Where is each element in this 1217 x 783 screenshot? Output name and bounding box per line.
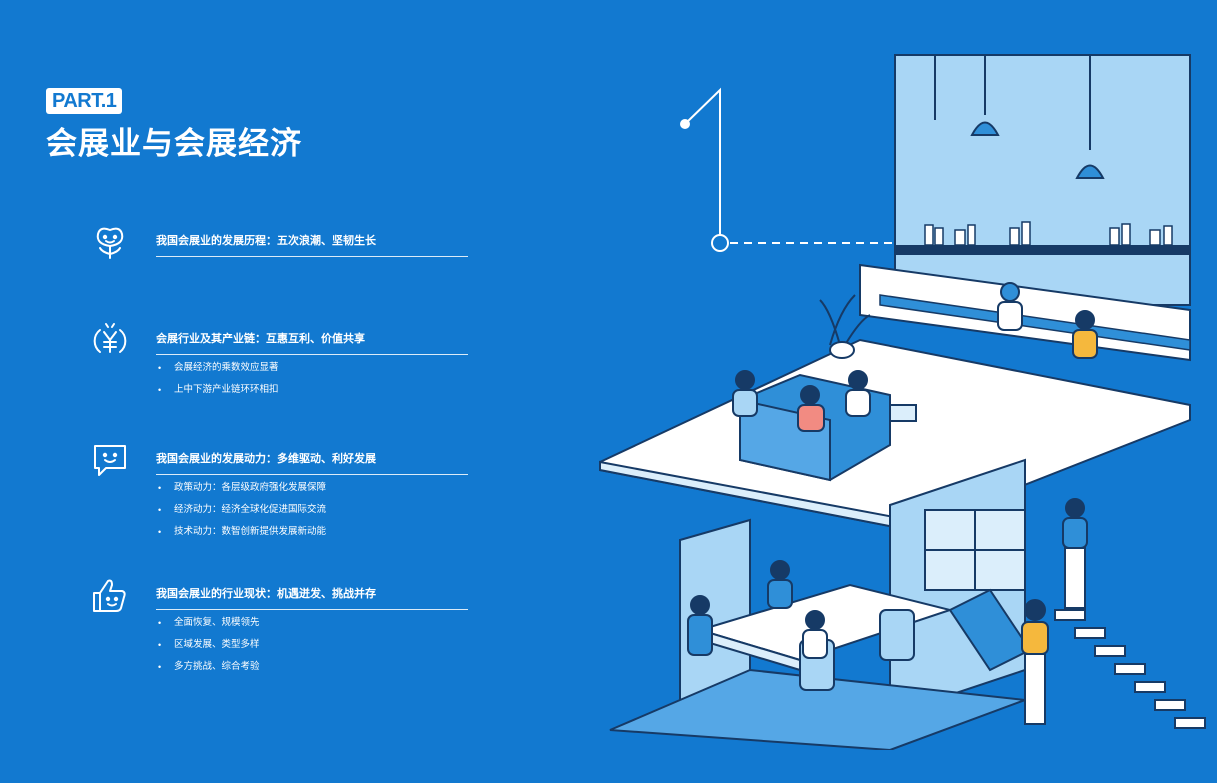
list-item: 经济动力：经济全球化促进国际交流 — [156, 502, 326, 524]
chat-bubble-icon — [94, 445, 126, 476]
list-item: 上中下游产业链环环相扣 — [156, 382, 279, 404]
page-title: 会展业与会展经济 — [46, 126, 302, 161]
list-item: 多方挑战、综合考验 — [156, 659, 260, 681]
lower-room — [609, 458, 1049, 750]
thumbs-up-icon — [93, 579, 126, 612]
people-upper — [732, 282, 1098, 432]
list-item: 全面恢复、规模领先 — [156, 615, 260, 637]
flower-smile-icon — [96, 227, 124, 259]
pendant-lamp-icon — [970, 121, 1000, 136]
section-heading: 会展行业及其产业链：互惠互利、价值共享 — [156, 330, 468, 355]
staircase — [1054, 498, 1206, 729]
bullet-list: 会展经济的乘数效应显著 上中下游产业链环环相扣 — [156, 360, 279, 404]
bullet-list: 政策动力：各层级政府强化发展保障 经济动力：经济全球化促进国际交流 技术动力：数… — [156, 480, 326, 546]
section-heading: 我国会展业的发展动力：多维驱动、利好发展 — [156, 450, 468, 475]
list-item: 会展经济的乘数效应显著 — [156, 360, 279, 382]
pendant-lamp-icon — [1075, 164, 1105, 179]
numeral-one-graphic — [680, 87, 900, 252]
list-item: 技术动力：数智创新提供发展新动能 — [156, 524, 326, 546]
section-heading: 我国会展业的发展历程：五次浪潮、坚韧生长 — [156, 232, 468, 257]
yuan-coin-icon — [93, 323, 127, 353]
bullet-list: 全面恢复、规模领先 区域发展、类型多样 多方挑战、综合考验 — [156, 615, 260, 681]
part-badge: PART.1 — [46, 88, 123, 114]
section-heading: 我国会展业的行业现状：机遇迸发、挑战并存 — [156, 585, 468, 610]
upper-room — [859, 54, 1191, 362]
list-item: 区域发展、类型多样 — [156, 637, 260, 659]
office-illustration — [599, 54, 1206, 750]
list-item: 政策动力：各层级政府强化发展保障 — [156, 480, 326, 502]
